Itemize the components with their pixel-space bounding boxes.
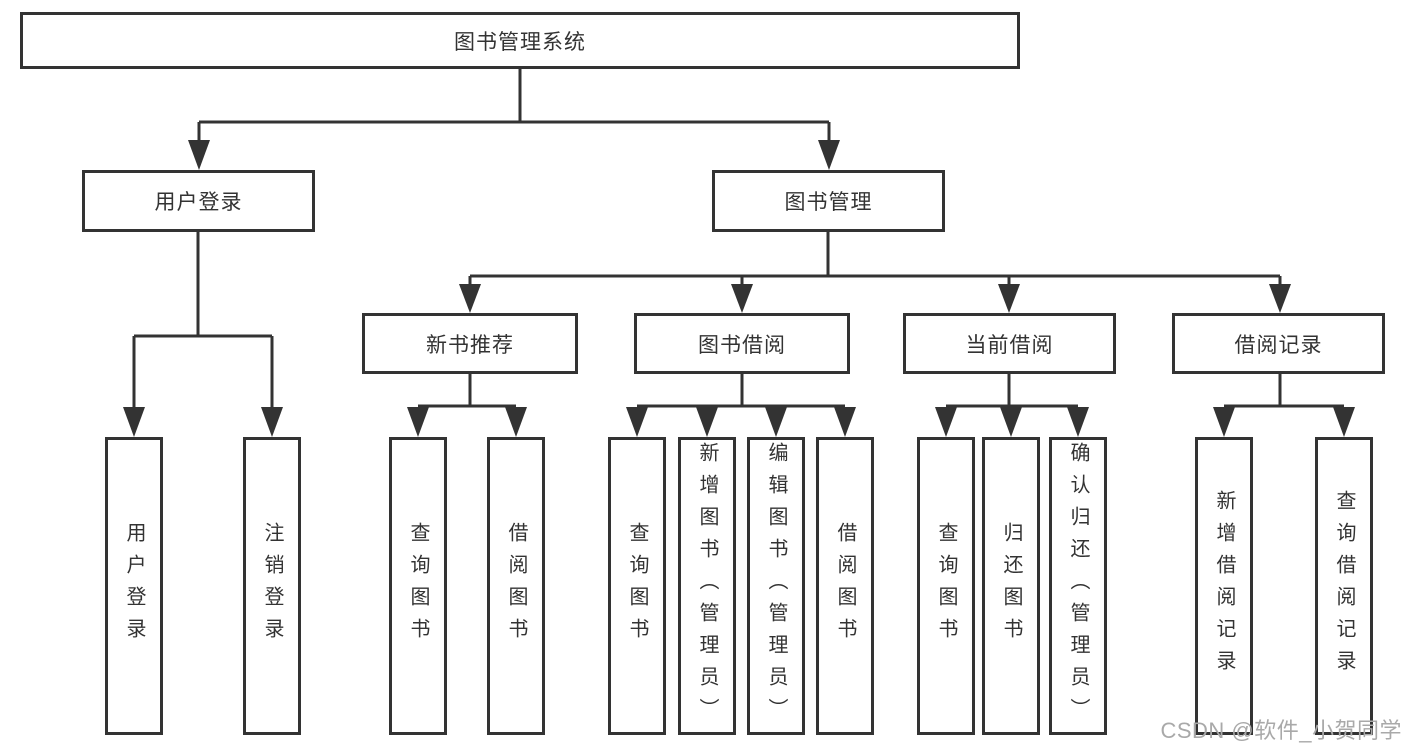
leaf-return-books: 归还图书 [982,437,1040,735]
arrowhead-icon [1067,407,1089,437]
leaf-query-books-borrow: 查询图书 [608,437,666,735]
node-label: 用户登录 [154,191,243,214]
arrowhead-icon [1269,284,1291,313]
arrowhead-icon [696,407,718,437]
node-label: 新增借阅记录 [1213,490,1235,682]
arrowhead-icon [407,407,429,437]
arrowhead-icon [626,407,648,437]
arrowhead-icon [188,140,210,170]
connector-root-to-level2 [197,69,831,142]
leaf-add-borrow-record: 新增借阅记录 [1195,437,1253,735]
connector-current-borrow-children [946,373,1078,408]
node-label: 图书管理系统 [454,30,586,54]
leaf-query-books-current: 查询图书 [917,437,975,735]
node-book-management: 图书管理 [712,170,945,232]
node-label: 查询图书 [626,522,648,650]
node-label: 新增图书（管理员） [696,442,718,730]
node-label: 借阅图书 [834,522,856,650]
node-label: 图书管理 [784,191,873,214]
arrowhead-icon [818,140,840,170]
connector-book-borrow-children [637,373,845,408]
connector-book-mgmt-children [468,231,1282,285]
leaf-confirm-return-admin: 确认归还（管理员） [1049,437,1107,735]
node-user-login: 用户登录 [82,170,315,232]
leaf-add-books-admin: 新增图书（管理员） [678,437,736,735]
csdn-watermark: CSDN @软件_小贺同学 [1160,718,1402,743]
node-label: 当前借阅 [965,333,1054,357]
node-label: 用户登录 [123,522,145,650]
arrowhead-icon [1000,407,1022,437]
node-label: 查询借阅记录 [1333,490,1355,682]
arrowhead-icon [1213,407,1235,437]
leaf-logout: 注销登录 [243,437,301,735]
arrowhead-icon [731,284,753,313]
connector-user-login-children [132,231,274,408]
arrowhead-icon [834,407,856,437]
node-label: 查询图书 [935,522,957,650]
arrowhead-icon [935,407,957,437]
node-borrowing-records: 借阅记录 [1172,313,1385,374]
node-label: 编辑图书（管理员） [765,442,787,730]
leaf-borrow-books: 借阅图书 [816,437,874,735]
leaf-edit-books-admin: 编辑图书（管理员） [747,437,805,735]
arrowhead-icon [505,407,527,437]
node-label: 确认归还（管理员） [1067,442,1089,730]
leaf-query-borrow-record: 查询借阅记录 [1315,437,1373,735]
arrowhead-icon [998,284,1020,313]
node-current-borrowing: 当前借阅 [903,313,1116,374]
arrowhead-icon [261,407,283,437]
node-label: 注销登录 [261,522,283,650]
node-library-system: 图书管理系统 [20,12,1020,69]
leaf-user-login: 用户登录 [105,437,163,735]
arrowhead-icon [123,407,145,437]
leaf-borrow-books-recommend: 借阅图书 [487,437,545,735]
node-book-borrowing: 图书借阅 [634,313,850,374]
node-label: 新书推荐 [426,333,514,357]
node-label: 查询图书 [407,522,429,650]
leaf-query-books-recommend: 查询图书 [389,437,447,735]
arrowhead-icon [1333,407,1355,437]
node-label: 借阅记录 [1234,333,1323,357]
connector-borrow-records-children [1224,373,1344,408]
node-label: 借阅图书 [505,522,527,650]
node-label: 图书借阅 [698,333,786,357]
node-label: 归还图书 [1000,522,1022,650]
node-new-book-recommend: 新书推荐 [362,313,578,374]
connector-new-book-rec-children [418,373,516,408]
arrowhead-icon [765,407,787,437]
arrowhead-icon [459,284,481,313]
